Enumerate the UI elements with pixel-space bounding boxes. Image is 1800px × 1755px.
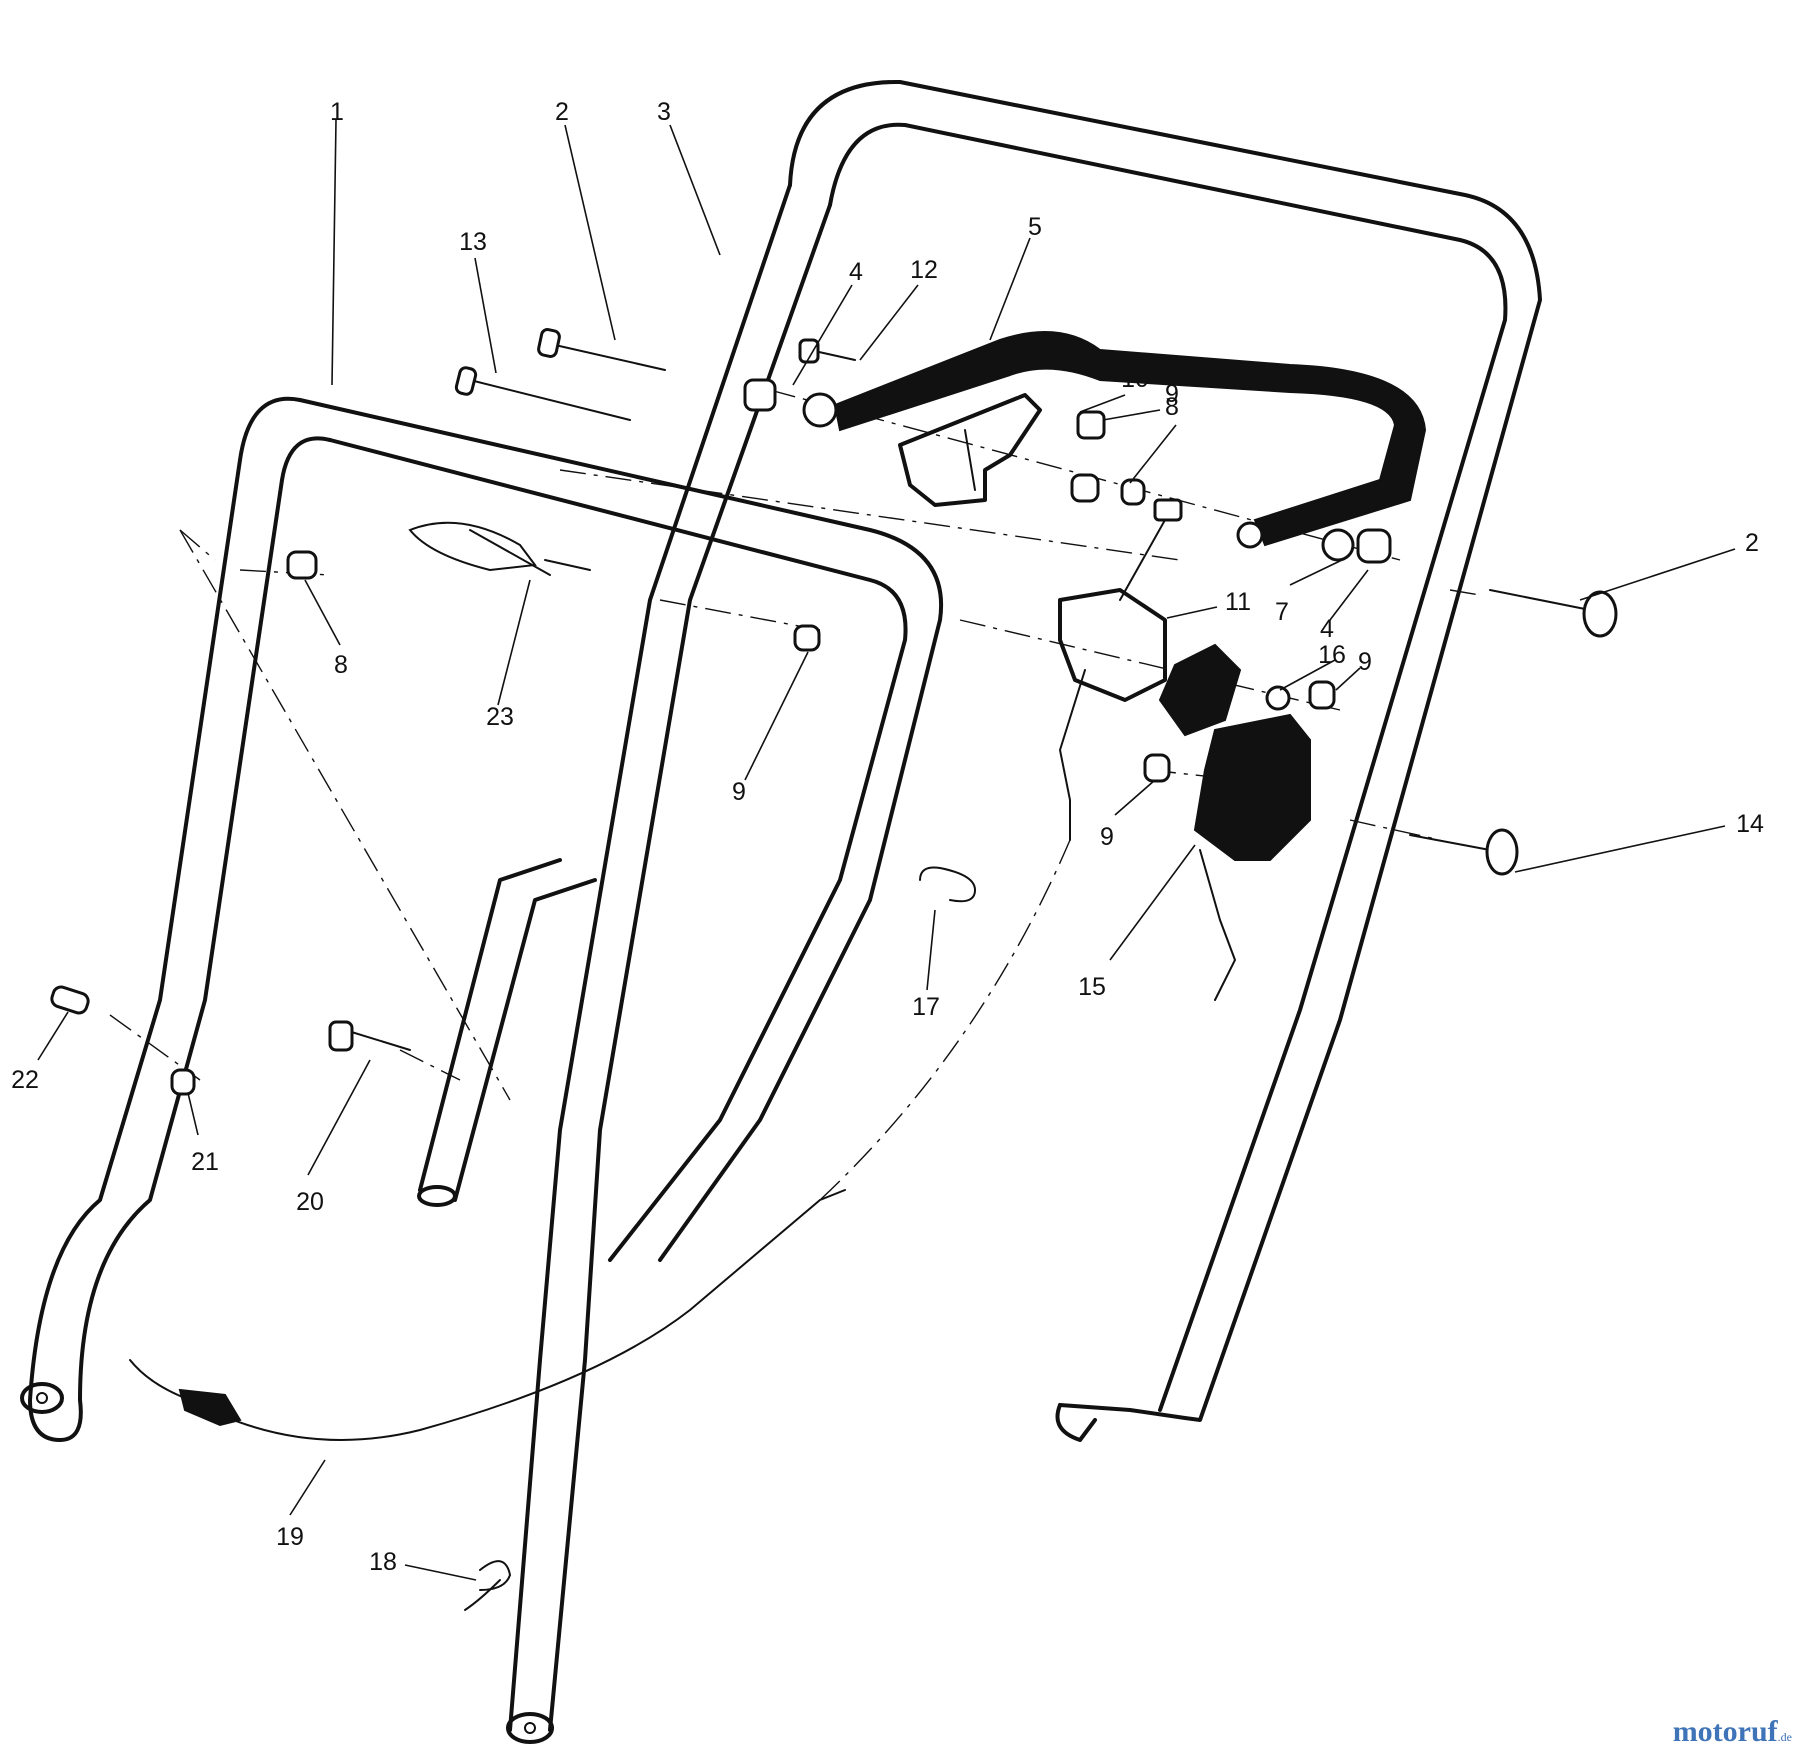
callout-label: 10 xyxy=(1121,365,1149,393)
callout-label: 11 xyxy=(1225,588,1251,616)
callout-label: 9 xyxy=(732,778,746,806)
callout-label: 1 xyxy=(330,98,344,126)
callout-label: 19 xyxy=(276,1523,304,1551)
watermark-text: motoruf xyxy=(1672,1715,1778,1748)
callout-label: 23 xyxy=(486,703,514,731)
callout-label: 5 xyxy=(1028,213,1042,241)
callout-label: 4 xyxy=(849,258,863,286)
callout-label: 21 xyxy=(191,1148,219,1176)
callout-label: 9 xyxy=(1100,823,1114,851)
callout-labels: 1 2 3 13 4 12 5 10 9 8 2 7 4 11 16 9 8 2… xyxy=(11,98,1764,1576)
callout-label: 20 xyxy=(296,1188,324,1216)
callout-label: 2 xyxy=(1745,529,1759,557)
callout-label: 15 xyxy=(1078,973,1106,1001)
watermark-logo: motoruf.de xyxy=(1673,1715,1792,1749)
callout-label: 18 xyxy=(369,1548,397,1576)
callout-leaders xyxy=(37,119,1736,1581)
callout-label: 8 xyxy=(334,651,348,679)
callout-label: 7 xyxy=(1275,598,1289,626)
callout-label: 4 xyxy=(1320,615,1334,643)
callout-label: 9 xyxy=(1165,380,1179,408)
callout-label: 3 xyxy=(657,98,671,126)
callout-label: 12 xyxy=(910,256,938,284)
hardware xyxy=(50,328,1618,1611)
watermark-suffix: .de xyxy=(1777,1730,1792,1744)
callout-label: 22 xyxy=(11,1066,39,1094)
callout-label: 14 xyxy=(1736,810,1764,838)
lower-handle xyxy=(20,396,944,1442)
callout-label: 13 xyxy=(459,228,487,256)
callout-label: 17 xyxy=(912,993,940,1021)
callout-label: 2 xyxy=(555,98,569,126)
callout-label: 8 xyxy=(1165,393,1179,421)
callout-label: 16 xyxy=(1318,641,1346,669)
upper-handle xyxy=(506,79,1542,1744)
callout-label: 9 xyxy=(1358,648,1372,676)
